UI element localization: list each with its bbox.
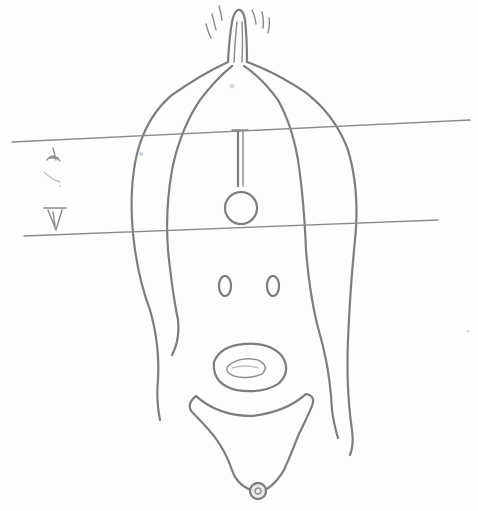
lower-shape <box>190 394 313 492</box>
hair-stroke <box>252 10 256 24</box>
hair-stroke <box>262 12 263 28</box>
hair-stroke <box>268 18 269 33</box>
mouth-outer <box>214 344 286 391</box>
lower-reference-line <box>24 220 438 236</box>
outer-outline <box>132 62 357 455</box>
left-markers <box>44 148 66 230</box>
mouth-detail <box>232 366 258 368</box>
pendulum-bob <box>225 192 257 224</box>
top-loop <box>228 10 247 62</box>
right-eye <box>267 276 279 296</box>
paper-speckles <box>59 84 469 333</box>
speckle <box>467 330 469 332</box>
speckle <box>230 84 235 89</box>
lower-jaw-outline <box>190 394 313 492</box>
faint-mark <box>44 172 60 182</box>
hair-stroke <box>212 14 216 30</box>
top-loop-inner <box>234 22 243 62</box>
bottom-button <box>250 483 266 499</box>
inner-left-contour <box>167 66 232 355</box>
top-loop-outline <box>228 10 247 62</box>
mouth <box>214 344 286 391</box>
reference-lines <box>12 120 470 236</box>
down-arrow-icon <box>44 208 66 230</box>
outer-right-contour <box>247 62 356 455</box>
left-eye <box>219 276 231 296</box>
inner-right-contour <box>244 66 338 438</box>
inner-outline <box>167 66 338 438</box>
speckle <box>139 152 143 156</box>
hair-stroke <box>219 6 222 20</box>
speckle <box>59 185 61 187</box>
pendulum <box>225 130 257 224</box>
eyes <box>219 276 279 296</box>
up-arrow-icon <box>47 148 60 161</box>
hair-stroke <box>206 24 211 38</box>
upper-reference-line <box>12 120 470 142</box>
